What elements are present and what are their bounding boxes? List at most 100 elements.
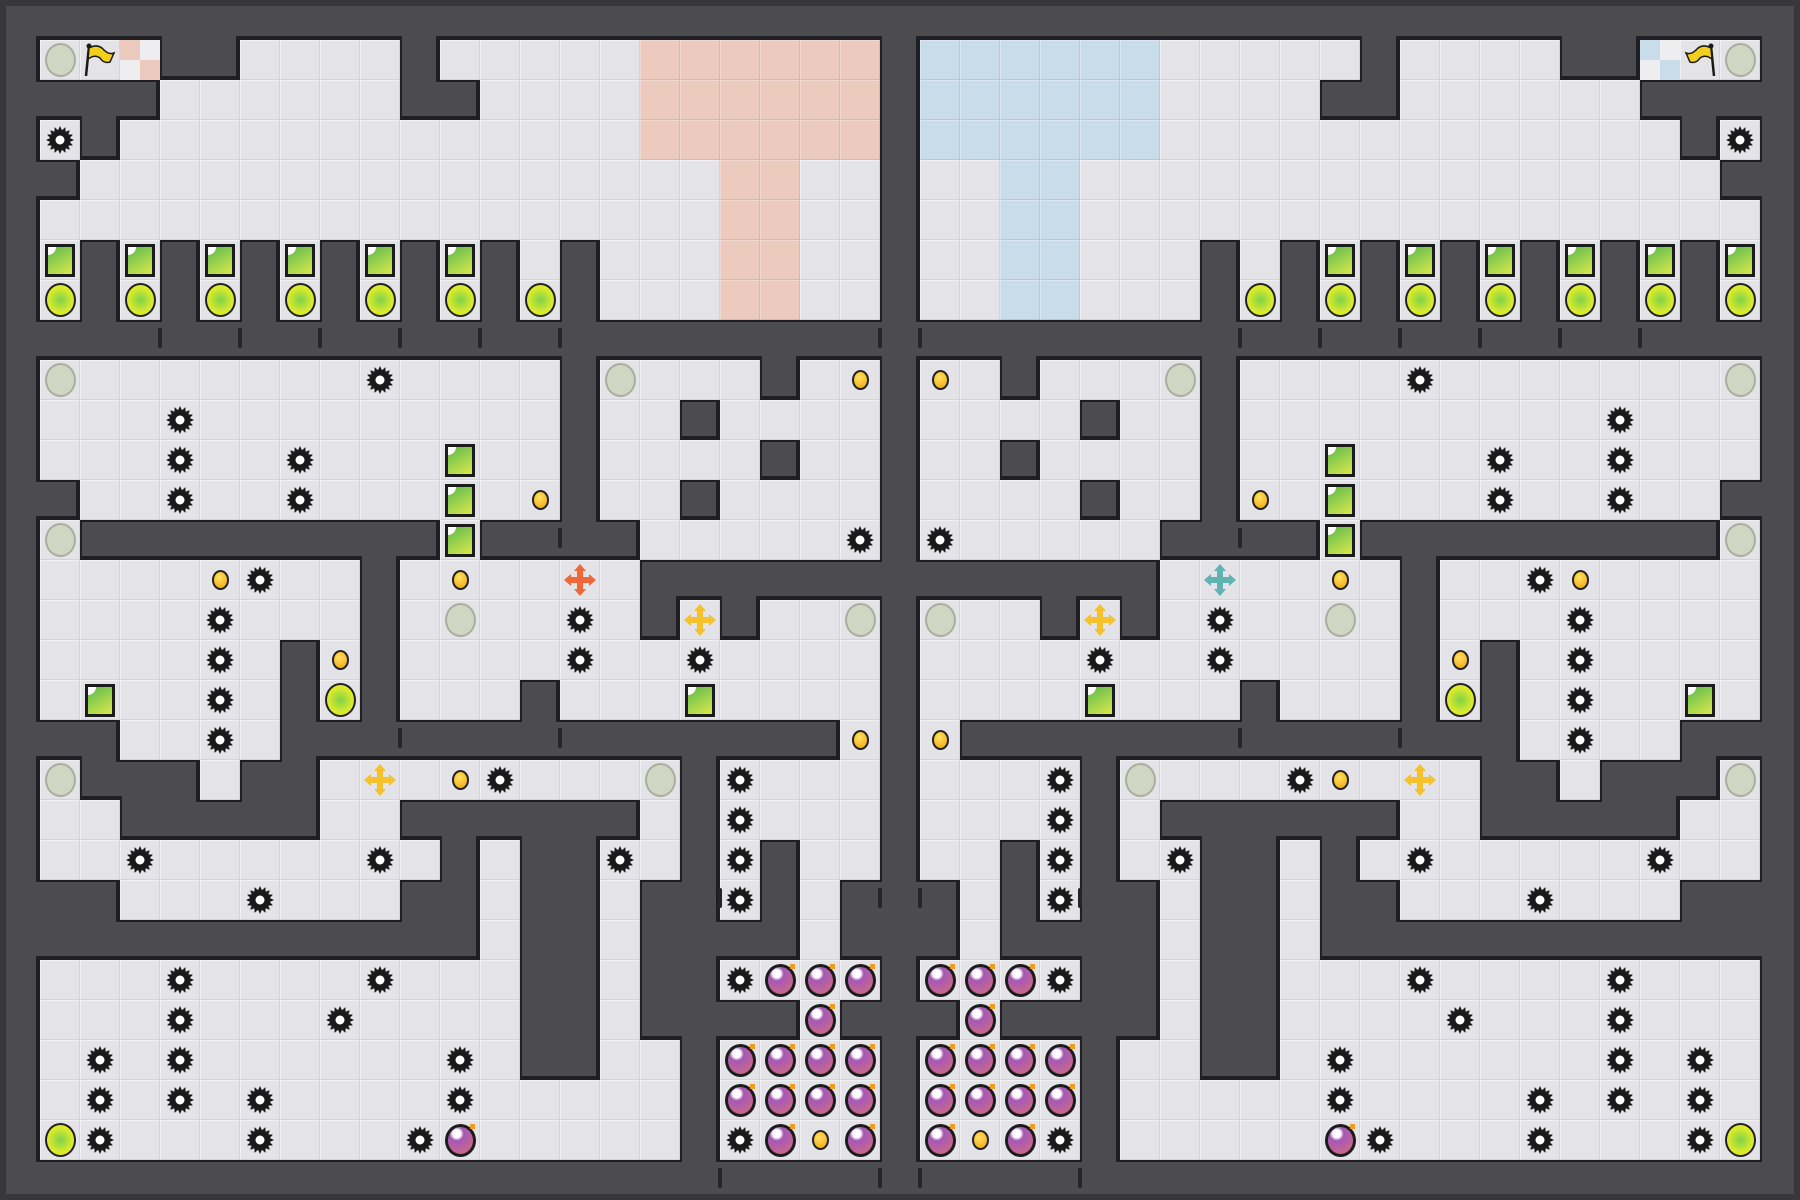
red-zone-tile (720, 240, 760, 280)
blue-zone-tile (1000, 80, 1040, 120)
gear-icon (720, 840, 760, 880)
gear-icon (320, 1000, 360, 1040)
floor-tile (1120, 480, 1160, 520)
floor-tile (400, 560, 440, 600)
floor-tile (1080, 440, 1120, 480)
green-orb (40, 1120, 80, 1160)
gear-icon (440, 1080, 480, 1120)
floor-tile (280, 880, 320, 920)
floor-tile (440, 120, 480, 160)
floor-tile (680, 200, 720, 240)
floor-tile (1200, 160, 1240, 200)
floor-tile (240, 600, 280, 640)
floor-tile (1440, 120, 1480, 160)
floor-tile (1040, 640, 1080, 680)
floor-tile (1640, 680, 1680, 720)
gear-icon (1040, 960, 1080, 1000)
floor-tile (400, 640, 440, 680)
floor-tile (240, 960, 280, 1000)
gear-icon (240, 1080, 280, 1120)
floor-tile (1120, 1120, 1160, 1160)
floor-tile (1160, 480, 1200, 520)
floor-tile (1240, 1120, 1280, 1160)
floor-tile (1640, 160, 1680, 200)
floor-tile (480, 480, 520, 520)
floor-tile (1720, 800, 1760, 840)
wall-tick (878, 888, 882, 908)
floor-tile (360, 880, 400, 920)
green-block (360, 240, 400, 280)
floor-tile (1440, 960, 1480, 1000)
floor-tile (600, 400, 640, 440)
floor-tile (400, 1040, 440, 1080)
floor-tile (1080, 520, 1120, 560)
gear-icon (560, 600, 600, 640)
floor-tile (1440, 200, 1480, 240)
floor-tile (840, 240, 880, 280)
floor-tile (1360, 120, 1400, 160)
floor-tile (280, 200, 320, 240)
floor-tile (1280, 40, 1320, 80)
floor-tile (520, 640, 560, 680)
floor-tile (1360, 960, 1400, 1000)
wall-tick (558, 528, 562, 548)
floor-tile (1480, 600, 1520, 640)
floor-tile (1680, 560, 1720, 600)
floor-tile (800, 360, 840, 400)
green-block (680, 680, 720, 720)
floor-tile (1280, 1000, 1320, 1040)
floor-tile (560, 200, 600, 240)
floor-tile (160, 840, 200, 880)
floor-tile (1280, 880, 1320, 920)
floor-tile (480, 120, 520, 160)
floor-tile (520, 560, 560, 600)
blue-zone-tile (920, 120, 960, 160)
floor-tile (1240, 360, 1280, 400)
floor-tile (160, 640, 200, 680)
floor-tile (840, 800, 880, 840)
floor-tile (1080, 160, 1120, 200)
floor-tile (760, 600, 800, 640)
floor-tile (720, 400, 760, 440)
floor-tile (280, 1120, 320, 1160)
floor-tile (160, 680, 200, 720)
floor-tile (1440, 40, 1480, 80)
floor-tile (400, 400, 440, 440)
coin-icon (1560, 560, 1600, 600)
red-zone-tile (640, 120, 680, 160)
coin-icon (520, 480, 560, 520)
floor-tile (1000, 520, 1040, 560)
gear-icon (1560, 640, 1600, 680)
blue-zone-tile (1040, 200, 1080, 240)
gear-icon (1600, 960, 1640, 1000)
floor-tile (160, 160, 200, 200)
floor-tile (1560, 840, 1600, 880)
floor-tile (1440, 1040, 1480, 1080)
floor-tile (1240, 1080, 1280, 1120)
gear-icon (360, 840, 400, 880)
floor-tile (1640, 560, 1680, 600)
floor-tile (1480, 360, 1520, 400)
red-zone-tile (720, 160, 760, 200)
floor-tile (360, 160, 400, 200)
floor-tile (640, 680, 680, 720)
floor-tile (1680, 400, 1720, 440)
floor-tile (1160, 160, 1200, 200)
floor-tile (1280, 560, 1320, 600)
floor-tile (800, 840, 840, 880)
floor-tile (200, 480, 240, 520)
gear-icon (240, 560, 280, 600)
floor-tile (520, 80, 560, 120)
floor-tile (480, 400, 520, 440)
floor-tile (1520, 160, 1560, 200)
floor-tile (640, 280, 680, 320)
floor-tile (240, 720, 280, 760)
floor-tile (1640, 1120, 1680, 1160)
floor-tile (1160, 280, 1200, 320)
blue-zone-tile (1080, 120, 1120, 160)
floor-tile (800, 640, 840, 680)
floor-tile (1600, 360, 1640, 400)
blue-zone-tile (1000, 200, 1040, 240)
grey-switch (40, 40, 80, 80)
floor-tile (1320, 680, 1360, 720)
